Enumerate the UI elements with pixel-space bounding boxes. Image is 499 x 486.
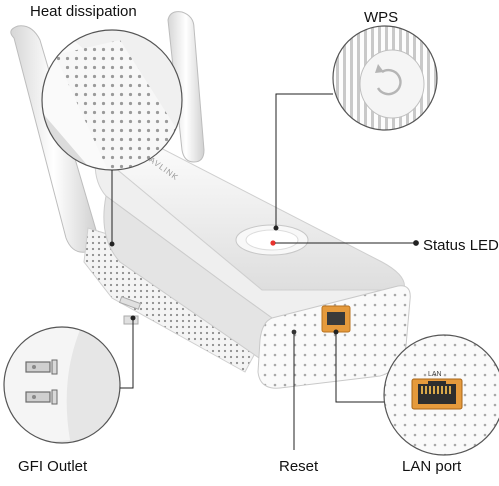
leader-gfi-dot xyxy=(130,315,136,321)
right-antenna xyxy=(167,11,205,163)
leader-status-dot xyxy=(413,240,419,246)
ethernet-port-icon xyxy=(411,378,463,410)
leader-lan xyxy=(335,332,384,403)
plug-prong xyxy=(118,296,142,310)
leader-wps xyxy=(275,93,333,228)
outlet-prongs-icon xyxy=(25,359,58,405)
device-front-face xyxy=(257,285,411,389)
leader-wps-dot xyxy=(273,225,279,231)
leader-lines xyxy=(109,93,419,450)
gfi-outlet-label: GFI Outlet xyxy=(18,458,88,475)
wps-refresh-icon xyxy=(375,64,402,96)
wps-label: WPS xyxy=(364,9,399,26)
device-lan-port-socket xyxy=(327,312,345,325)
leader-gfi xyxy=(120,318,134,389)
device-reset-hole[interactable] xyxy=(291,329,297,335)
lan-port-label: LAN port xyxy=(402,458,462,475)
device-wps-button-inner xyxy=(245,229,299,251)
gfi-outlet-inset xyxy=(3,326,121,444)
lan-inset-label: LAN xyxy=(428,371,442,378)
wps-inset xyxy=(332,25,438,131)
leader-lan-dot xyxy=(333,329,339,335)
heat-dissipation-label: Heat dissipation xyxy=(30,3,137,20)
wifi-extender-device: WAVLINK xyxy=(10,11,411,389)
lan-port-inset: LAN xyxy=(383,334,499,456)
status-led-dot xyxy=(270,240,276,246)
leader-heat-dot xyxy=(109,241,115,247)
reset-label: Reset xyxy=(279,458,319,475)
status-led-label: Status LED xyxy=(423,237,499,254)
plug-prong-secondary xyxy=(123,315,139,325)
